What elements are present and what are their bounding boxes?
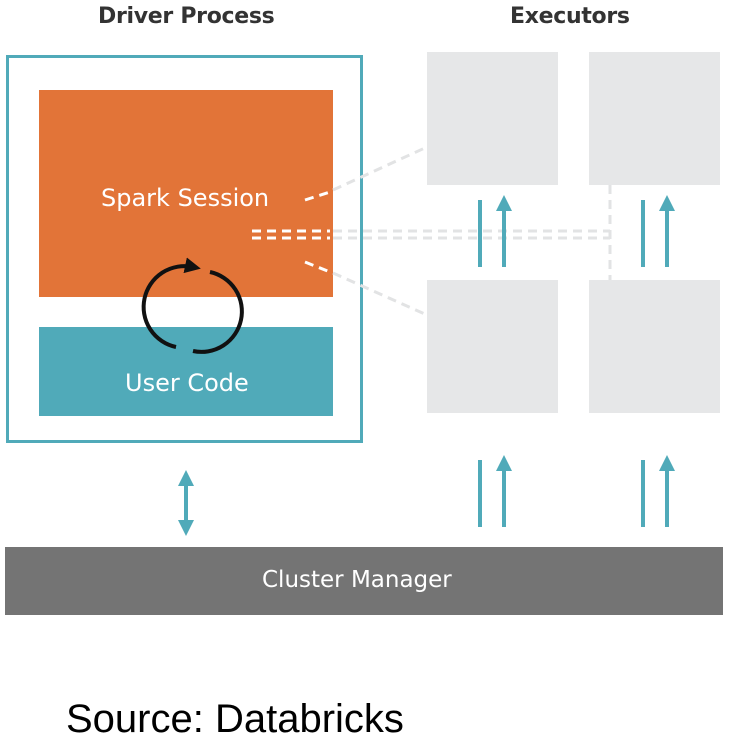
- driver-process-box: [6, 55, 363, 443]
- cluster-manager-bar: [5, 547, 723, 615]
- executor-box: [589, 52, 720, 185]
- executor-box: [427, 52, 558, 185]
- cluster-manager-label: Cluster Manager: [262, 567, 452, 593]
- driver-process-heading: Driver Process: [98, 4, 275, 29]
- executors-heading: Executors: [510, 4, 630, 29]
- executor-box: [427, 280, 558, 413]
- source-caption: Source: Databricks: [66, 697, 404, 741]
- up-down-arrow-icon: [478, 195, 675, 267]
- executor-box: [589, 280, 720, 413]
- up-down-arrow-icon: [478, 455, 675, 527]
- spark-session-label: Spark Session: [101, 184, 270, 212]
- user-code-label: User Code: [125, 369, 249, 397]
